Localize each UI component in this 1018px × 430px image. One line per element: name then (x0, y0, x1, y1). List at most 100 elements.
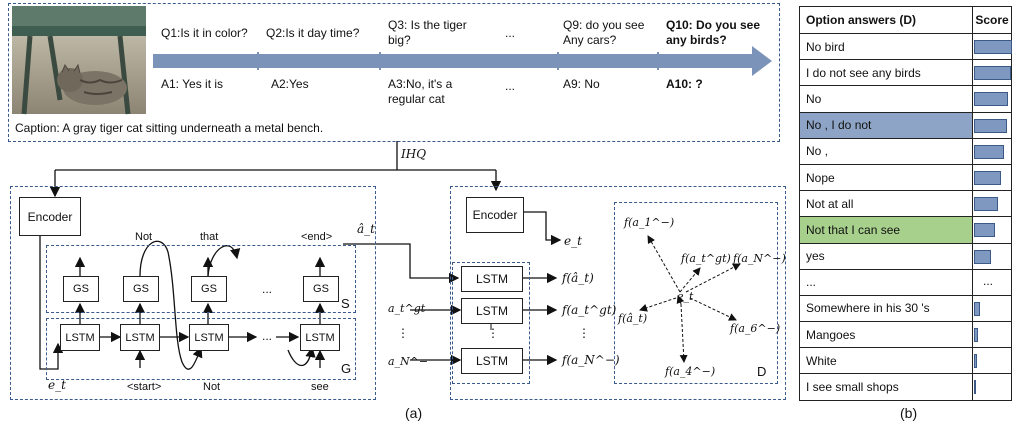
question-9: Q9: do you see Any cars? (563, 18, 645, 47)
score-bar (974, 380, 976, 395)
output-hat: f(â_t) (562, 271, 594, 285)
score-bar (974, 354, 977, 369)
output-dots: ⋮ (578, 326, 590, 340)
region-s-label: S (341, 296, 350, 311)
score-cell: ... (972, 268, 1012, 296)
question-10: Q10: Do you see any birds? (666, 18, 761, 47)
generator-panel (10, 186, 376, 400)
disc-lstm-1: LSTM (461, 266, 523, 292)
gen-lstm-4: LSTM (300, 324, 340, 351)
output-neg: f(a_N^−) (562, 353, 620, 367)
disc-lstm-3: LSTM (461, 348, 523, 374)
graph-node-gt: f(a_t^gt) (681, 252, 731, 265)
input-dots: ⋮ (397, 326, 409, 340)
out-word-2: that (200, 231, 219, 243)
score-bar (974, 118, 1007, 133)
score-bar (974, 144, 1004, 159)
disc-lstm-region (452, 262, 530, 384)
gs-ellipsis: ... (262, 282, 273, 296)
question-1: Q1:Is it in color? (161, 26, 248, 40)
question-3: Q3: Is the tiger big? (388, 18, 467, 47)
score-cell (972, 321, 1012, 349)
score-cell (972, 190, 1012, 218)
score-cell (972, 111, 1012, 139)
dialog-panel (8, 3, 780, 142)
out-word-1: Not (135, 231, 153, 243)
out-word-3: <end> (301, 231, 333, 243)
graph-region (614, 202, 778, 384)
option-answer-label: I do not see any birds (799, 59, 973, 87)
output-gt: f(a_t^gt) (562, 303, 617, 317)
score-cell (972, 294, 1012, 323)
gs-cell-3: GS (191, 276, 227, 302)
table-row: Somewhere in his 30 's (799, 294, 1012, 323)
table-row: I do not see any birds (799, 59, 1012, 87)
graph-node-a1: f(a_1^−) (624, 216, 675, 229)
region-g-label: G (341, 361, 352, 376)
table-header-score: Score (972, 6, 1012, 34)
a-hat-label: â_t (357, 222, 375, 236)
table-row: Nope (799, 163, 1012, 192)
option-answer-label: Not at all (799, 190, 973, 218)
graph-node-hat: f(â_t) (618, 312, 648, 325)
gs-cell-4: GS (303, 276, 339, 302)
in-word-1: <start> (127, 381, 162, 393)
option-answer-label: Not that I can see (799, 216, 973, 244)
option-answer-label: No (799, 85, 973, 113)
generator-encoder: Encoder (19, 197, 81, 236)
table-row: ...... (799, 268, 1012, 296)
score-bar (974, 66, 1011, 81)
score-bar (974, 197, 998, 212)
score-bar (974, 92, 1008, 107)
table-row: White (799, 347, 1012, 375)
answer-2: A2:Yes (271, 77, 309, 91)
graph-center: e_t (677, 290, 694, 303)
gen-lstm-3: LSTM (189, 324, 229, 351)
option-answer-label: Nope (799, 163, 973, 192)
graph-node-an: f(a_N^−) (733, 252, 786, 265)
graph-node-a4: f(a_4^−) (665, 365, 716, 378)
score-cell (972, 32, 1012, 61)
table-header-answers: Option answers (D) (799, 6, 973, 34)
graph-node-a6: f(a_6^−) (730, 322, 781, 335)
answer-9: A9: No (563, 77, 600, 91)
score-cell (972, 85, 1012, 113)
table-row: Not that I can see (799, 216, 1012, 244)
score-cell (972, 216, 1012, 244)
table-row: Not at all (799, 190, 1012, 218)
caption-text: Caption: A gray tiger cat sitting undern… (15, 121, 324, 135)
option-answer-label: Mangoes (799, 321, 973, 349)
score-cell (972, 373, 1012, 401)
gs-cell-2: GS (123, 276, 159, 302)
option-answer-label: White (799, 347, 973, 375)
score-cell (972, 242, 1012, 270)
score-cell (972, 137, 1012, 165)
score-cell (972, 163, 1012, 192)
discriminator-panel (450, 186, 786, 400)
disc-e-t: e_t (564, 234, 582, 248)
in-word-2: Not (203, 381, 221, 393)
gs-cell-1: GS (63, 276, 99, 302)
ihq-label: IHQ (401, 147, 427, 161)
option-answer-label: ... (799, 268, 973, 296)
table-row: No (799, 85, 1012, 113)
gen-lstm-2: LSTM (120, 324, 160, 351)
table-row: I see small shops (799, 373, 1012, 401)
table-row: Mangoes (799, 321, 1012, 349)
disc-lstm-2: LSTM (461, 298, 523, 324)
question-2: Q2:Is it day time? (266, 26, 360, 40)
option-answer-label: No , (799, 137, 973, 165)
input-neg: a_N^− (388, 355, 429, 368)
in-word-3: see (311, 381, 329, 393)
table-row: yes (799, 242, 1012, 270)
sampler-region (46, 245, 356, 313)
disc-lstm-dots: ⋮ (487, 326, 499, 340)
answer-1: A1: Yes it is (161, 77, 224, 91)
option-answer-label: No , I do not (799, 111, 973, 139)
caption-b: (b) (900, 405, 918, 421)
question-ellipsis: ... (505, 26, 516, 40)
score-ellipsis: ... (983, 273, 994, 288)
lstm-ellipsis: ... (262, 329, 273, 343)
disc-encoder: Encoder (466, 197, 524, 233)
